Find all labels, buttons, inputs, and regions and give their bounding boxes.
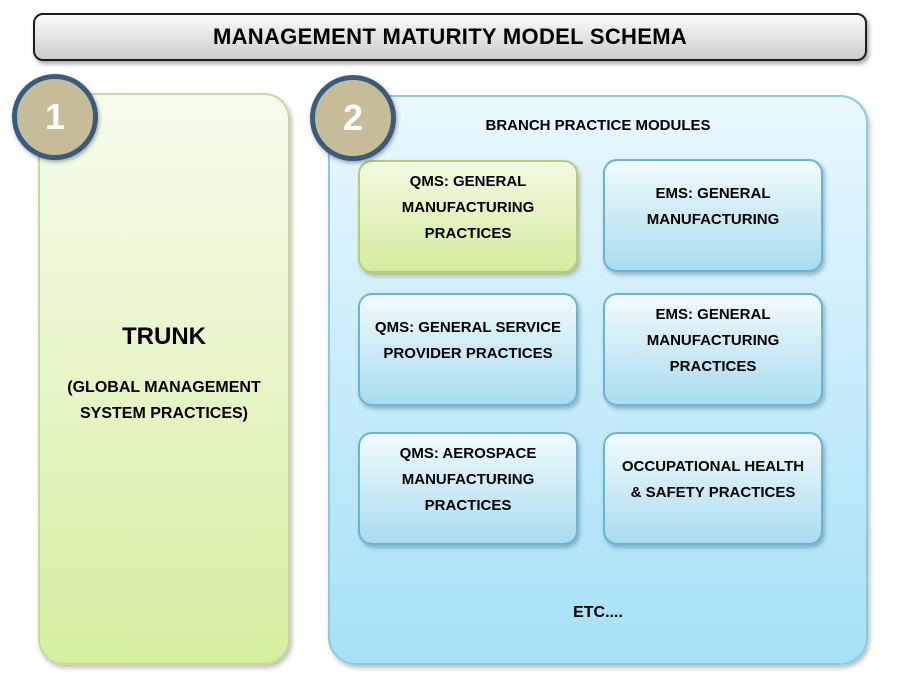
title-banner: MANAGEMENT MATURITY MODEL SCHEMA: [33, 13, 867, 61]
module-label: QMS: GENERAL SERVICE PROVIDER PRACTICES: [374, 318, 562, 362]
step-2-number: 2: [342, 97, 364, 138]
module-label: EMS: GENERAL MANUFACTURING: [646, 184, 780, 228]
module-label: QMS: GENERAL MANUFACTURING PRACTICES: [401, 172, 535, 242]
page-title: MANAGEMENT MATURITY MODEL SCHEMA: [212, 24, 688, 49]
module-ems-general-manufacturing: EMS: GENERAL MANUFACTURING: [603, 159, 823, 272]
module-label: EMS: GENERAL MANUFACTURING PRACTICES: [646, 305, 780, 375]
module-label: QMS: AEROSPACE MANUFACTURING PRACTICES: [399, 444, 537, 514]
module-occupational-health-safety-practices: OCCUPATIONAL HEALTH & SAFETY PRACTICES: [603, 432, 823, 545]
step-1-badge: 1: [12, 74, 98, 160]
trunk-heading: TRUNK: [122, 323, 206, 350]
trunk-subheading: (GLOBAL MANAGEMENT SYSTEM PRACTICES): [67, 379, 261, 422]
module-qms-aerospace-manufacturing-practices: QMS: AEROSPACE MANUFACTURING PRACTICES: [358, 432, 578, 545]
step-2-badge: 2: [310, 75, 396, 161]
branch-footer-etc: ETC....: [573, 604, 623, 621]
module-ems-general-manufacturing-practices: EMS: GENERAL MANUFACTURING PRACTICES: [603, 293, 823, 406]
trunk-box: TRUNK (GLOBAL MANAGEMENT SYSTEM PRACTICE…: [38, 93, 290, 665]
step-1-number: 1: [44, 96, 66, 137]
module-qms-general-service-provider-practices: QMS: GENERAL SERVICE PROVIDER PRACTICES: [358, 293, 578, 406]
module-qms-general-manufacturing-practices: QMS: GENERAL MANUFACTURING PRACTICES: [358, 160, 578, 273]
branch-heading: BRANCH PRACTICE MODULES: [485, 117, 711, 134]
module-label: OCCUPATIONAL HEALTH & SAFETY PRACTICES: [621, 457, 805, 501]
